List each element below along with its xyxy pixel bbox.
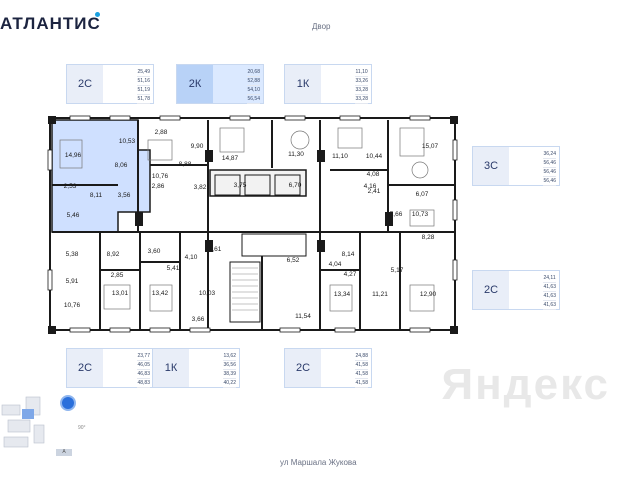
- room-area-label: 13,34: [334, 291, 351, 298]
- room-area-labels: 14,96 10,53 8,06 2,53 8,11 3,56 5,46 2,88 9,90 10…: [64, 129, 439, 323]
- brand-logo: АТЛАНТИС: [0, 14, 101, 33]
- apartment-type: 2К: [177, 65, 213, 103]
- room-area-label: 6,52: [287, 257, 300, 264]
- room-area-label: 3,60: [148, 248, 161, 255]
- corridor: [209, 169, 307, 197]
- apartment-type: 2С: [473, 271, 509, 309]
- room-area-label: 2,85: [111, 272, 124, 279]
- room-area-label: 5,38: [66, 251, 79, 258]
- room-area-label: 10,73: [412, 211, 429, 218]
- apartment-type: 1К: [153, 349, 189, 387]
- room-area-label: 4,27: [344, 271, 357, 278]
- room-area-label: 11,30: [288, 151, 304, 158]
- room-area-label: 4,10: [185, 254, 198, 261]
- elevator-2: [244, 174, 271, 196]
- site-minimap[interactable]: [0, 385, 80, 455]
- room-area-label: 11,10: [332, 153, 348, 160]
- logo-dot-icon: [95, 12, 100, 17]
- room-area-label: 3,61: [209, 246, 222, 253]
- room-area-label: 4,16: [364, 183, 377, 190]
- compass-icon: [60, 395, 76, 411]
- room-area-label: 6,07: [416, 191, 429, 198]
- room-area-label: 14,87: [222, 155, 239, 162]
- room-area-label: 11,21: [372, 291, 388, 298]
- room-area-label: 3,56: [118, 192, 131, 199]
- room-area-label: 5,17: [391, 267, 404, 274]
- room-area-label: 13,01: [112, 290, 129, 297]
- windows: [47, 115, 458, 333]
- room-area-label: 10,76: [152, 173, 169, 180]
- room-area-label: 10,76: [64, 302, 81, 309]
- room-area-label: 8,11: [90, 192, 103, 199]
- room-area-label: 3,66: [192, 316, 205, 323]
- room-area-label: 10,03: [199, 290, 216, 297]
- room-area-label: 9,90: [191, 143, 204, 150]
- apartment-type: 2С: [285, 349, 321, 387]
- room-area-label: 8,14: [342, 251, 355, 258]
- elevator-3: [274, 174, 301, 196]
- room-area-label: 10,53: [119, 138, 136, 145]
- room-area-label: 5,46: [67, 212, 80, 219]
- furniture: [59, 127, 435, 312]
- elevator-1: [214, 174, 241, 196]
- room-area-label: 2,53: [64, 183, 77, 190]
- watermark: Яндекс: [441, 360, 610, 409]
- courtyard-label: Двор: [312, 22, 331, 31]
- room-area-label: 8,92: [107, 251, 120, 258]
- room-area-label: 14,96: [65, 152, 82, 159]
- room-area-label: 5,41: [167, 265, 180, 272]
- apartment-type: 1К: [285, 65, 321, 103]
- room-area-label: 3,82: [194, 184, 207, 191]
- room-area-label: 8,88: [179, 161, 192, 168]
- orientation-degree: 90°: [78, 425, 86, 431]
- room-area-label: 5,91: [66, 278, 79, 285]
- room-area-label: 4,04: [329, 261, 342, 268]
- section-marker: A: [56, 449, 72, 456]
- room-area-label: 10,44: [366, 153, 383, 160]
- room-area-label: 12,90: [420, 291, 437, 298]
- room-area-label: 2,86: [152, 183, 165, 190]
- stairs: [232, 267, 258, 311]
- room-area-label: 6,70: [289, 182, 302, 189]
- street-label: ул Маршала Жукова: [280, 458, 357, 467]
- structural-columns: [48, 116, 458, 334]
- room-area-label: 3,75: [234, 182, 247, 189]
- room-area-label: 7,66: [390, 211, 403, 218]
- room-area-label: 15,07: [422, 143, 439, 150]
- room-area-label: 2,88: [155, 129, 168, 136]
- room-area-label: 8,28: [422, 234, 435, 241]
- room-area-label: 4,08: [367, 171, 380, 178]
- elevator-block: [241, 233, 307, 257]
- room-area-label: 11,54: [295, 313, 311, 320]
- room-area-label: 2,41: [368, 188, 381, 195]
- room-area-label: 13,42: [152, 290, 169, 297]
- stair-block: [229, 261, 261, 323]
- room-area-label: 8,06: [115, 162, 128, 169]
- apartment-type: 3С: [473, 147, 509, 185]
- apartment-type: 2С: [67, 349, 103, 387]
- apartment-type: 2С: [67, 65, 103, 103]
